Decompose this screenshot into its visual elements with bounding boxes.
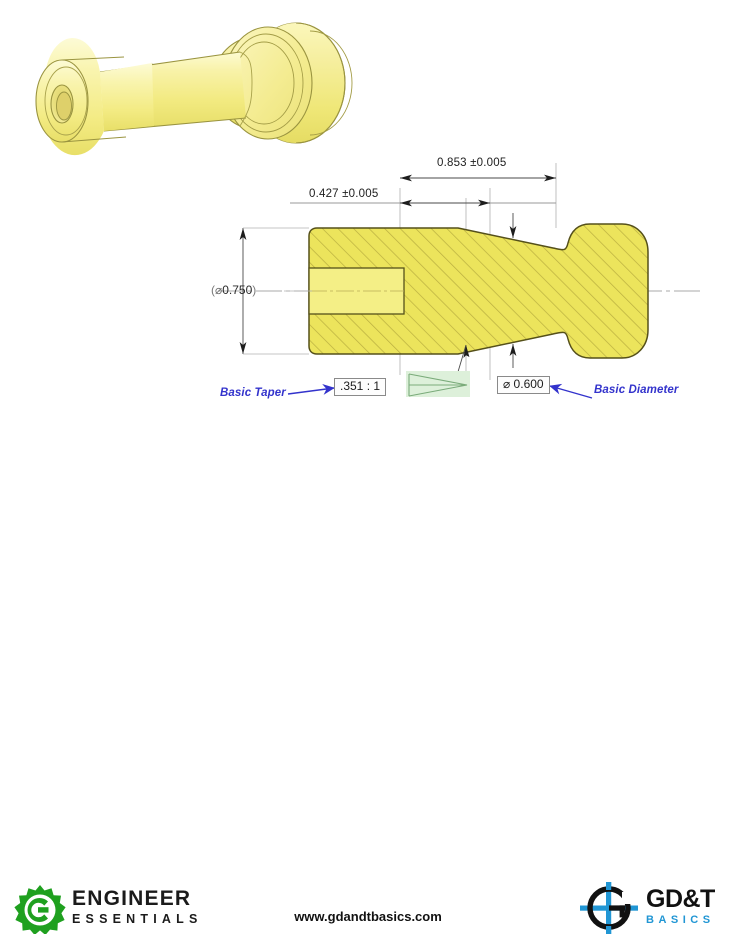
gdt-line2: BASICS: [646, 914, 715, 926]
taper-symbol: [406, 371, 470, 397]
basic-diameter-value-box: ⌀ 0.600: [497, 376, 550, 394]
basic-taper-callout: Basic Taper: [220, 387, 286, 399]
iso-render-group: [35, 22, 353, 156]
ee-line1: ENGINEER: [72, 887, 192, 910]
iso-nose-bore: [35, 38, 154, 156]
basic-taper-value-box: .351 : 1: [334, 378, 387, 396]
gdt-crosshair-g-icon: [580, 882, 638, 934]
section-profile: [308, 223, 649, 359]
drawing-canvas: 0.853 ±0.005 0.427 ±0.005 (⌀0.750) .351 …: [0, 22, 736, 935]
leader-basic-diameter: [549, 383, 593, 399]
section-view-group: [218, 163, 700, 390]
gdt-basics-wordmark: GD&T BASICS: [646, 886, 715, 927]
reference-diameter-label: (⌀0.750): [211, 283, 256, 297]
basic-diameter-callout: Basic Diameter: [594, 384, 679, 396]
close-paren: ): [252, 283, 257, 297]
footer-bar: ENGINEER ESSENTIALS www.gdandtbasics.com: [0, 432, 736, 935]
callout-leaders: [287, 383, 593, 399]
dimension-label-427: 0.427 ±0.005: [309, 188, 379, 200]
reference-diameter-value: 0.750: [222, 283, 253, 297]
open-paren: (: [211, 283, 215, 297]
diameter-symbol-icon: ⌀: [215, 283, 223, 297]
gdt-basics-logo: GD&T BASICS: [578, 880, 728, 936]
leader-basic-taper: [287, 384, 335, 395]
technical-drawing-svg: [35, 22, 700, 399]
dimension-label-853: 0.853 ±0.005: [437, 157, 507, 169]
iso-neck-blend: [239, 51, 253, 127]
gdt-line1: GD&T: [646, 885, 715, 913]
dimension-lines: [239, 174, 556, 393]
